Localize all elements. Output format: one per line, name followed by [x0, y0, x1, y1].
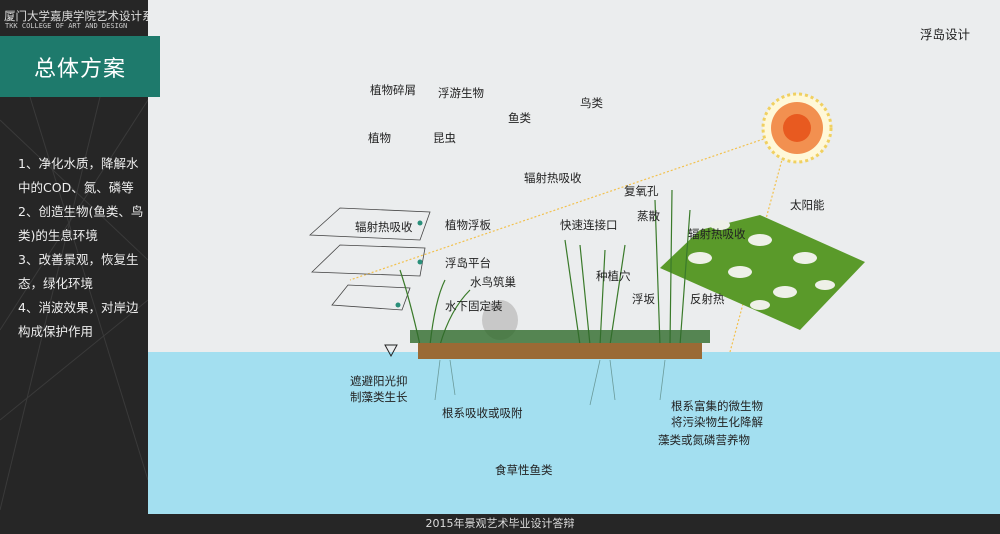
label-connector: 快速连接口 [560, 218, 618, 232]
label-plant-board: 植物浮板 [445, 218, 491, 232]
label-insects: 昆虫 [433, 131, 456, 145]
label-plankton: 浮游生物 [438, 86, 484, 100]
label-shade-1: 遮避阳光抑 [350, 374, 408, 388]
layer-diagram [309, 207, 431, 311]
goal-item: 4、消波效果，对岸边构成保护作用 [18, 300, 139, 339]
label-algae: 藻类或氮磷营养物 [658, 433, 750, 447]
page-title: 浮岛设计 [920, 27, 971, 42]
floating-island-illustration [309, 92, 865, 406]
decorative-lines [0, 96, 148, 511]
island-soil [418, 343, 702, 359]
sun-ray [349, 129, 791, 281]
goal-item: 3、改善景观，恢复生态，绿化环境 [18, 252, 139, 291]
label-platform: 浮岛平台 [445, 256, 491, 270]
label-plants: 植物 [368, 131, 391, 145]
label-evaporation: 蒸散 [637, 209, 660, 223]
water-area [148, 352, 1000, 514]
label-float-board: 浮坂 [632, 292, 655, 306]
label-reflect: 反射热 [690, 292, 725, 306]
label-herbivore: 食草性鱼类 [495, 463, 553, 477]
school-name: 厦门大学嘉庚学院艺术设计系 [4, 9, 148, 23]
label-microbe-1: 根系富集的微生物 [671, 399, 763, 413]
footer: 2015年景观艺术毕业设计答辩 [0, 514, 1000, 534]
goal-item: 1、净化水质，降解水中的COD、氮、磷等 [18, 156, 139, 195]
label-radiation-top: 辐射热吸收 [524, 171, 582, 185]
label-radiation-right: 辐射热吸收 [688, 227, 746, 241]
label-roots: 根系吸收或吸附 [442, 406, 523, 420]
label-radiation-left: 辐射热吸收 [355, 220, 413, 234]
sun-icon [761, 92, 833, 164]
label-aeration: 复氧孔 [624, 184, 659, 198]
section-title: 总体方案 [0, 36, 160, 97]
goals-list: 1、净化水质，降解水中的COD、氮、磷等 2、创造生物(鱼类、鸟类)的生息环境 … [18, 152, 144, 344]
label-microbe-2: 将污染物生化降解 [671, 415, 763, 429]
grass [410, 330, 710, 343]
label-anchor: 水下固定装 [445, 299, 503, 313]
label-nesting: 水鸟筑巢 [470, 275, 516, 289]
label-birds: 鸟类 [580, 96, 603, 110]
label-planting-hole: 种植穴 [596, 269, 631, 283]
float-board-module [660, 215, 865, 330]
label-shade-2: 制藻类生长 [350, 390, 408, 404]
water-level-icon [384, 344, 398, 358]
goal-item: 2、创造生物(鱼类、鸟类)的生息环境 [18, 204, 144, 243]
school-name-en: TKK COLLEGE OF ART AND DESIGN [5, 22, 128, 30]
label-solar: 太阳能 [790, 198, 825, 212]
roots [434, 359, 666, 406]
label-fish: 鱼类 [508, 111, 531, 125]
label-debris: 植物碎屑 [370, 83, 416, 97]
